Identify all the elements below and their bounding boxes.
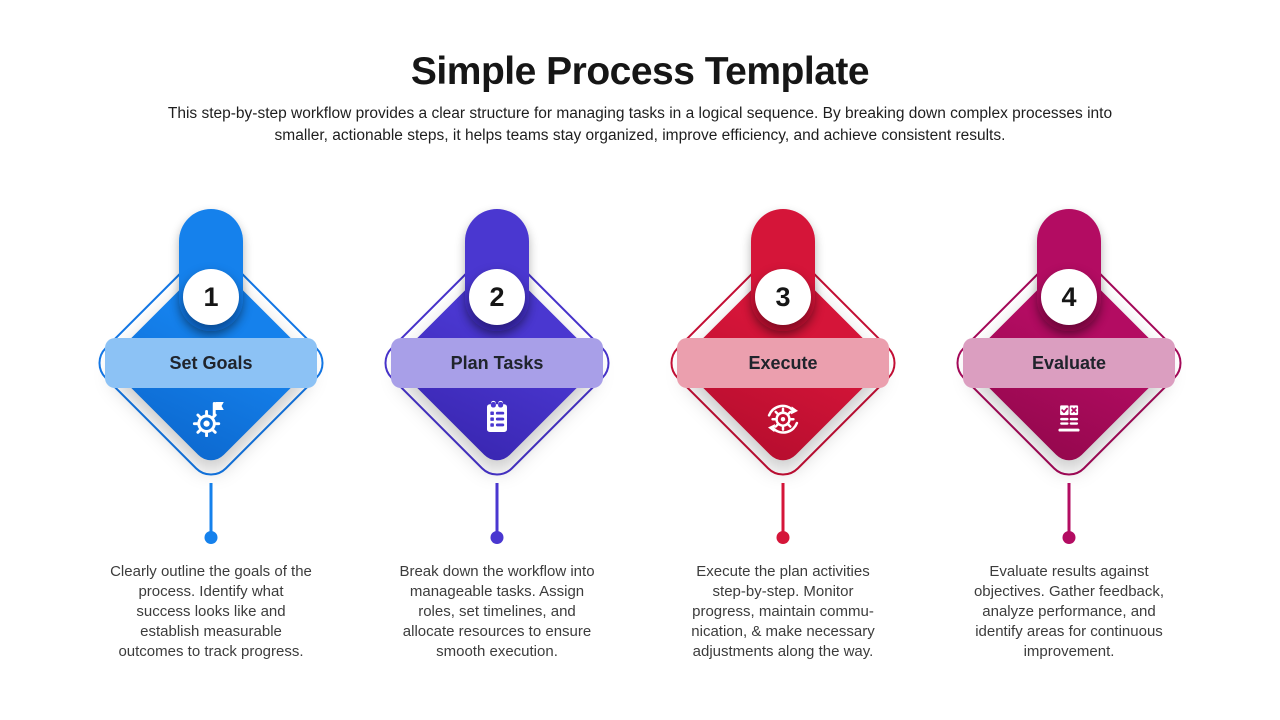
connector-dot: [204, 531, 218, 544]
gear-rotation-arrows-icon: [763, 397, 803, 437]
step-description: Execute the plan activities step-by-step…: [691, 563, 875, 660]
step-diamond-evaluate: 4 Evaluate: [926, 207, 1212, 552]
step-diamond-execute: 3 Execute: [640, 207, 926, 552]
step-diamond-plan-tasks: 2 Plan Tasks: [354, 207, 640, 552]
checklist-clipboard-icon: [477, 397, 517, 437]
slide-header: Simple Process Template This step-by-ste…: [0, 0, 1280, 147]
step-description: Evaluate results against objectives. Gat…: [973, 563, 1165, 660]
connector-dot: [490, 531, 504, 544]
connector-line: [781, 483, 785, 539]
goal-flag-gear-icon: [191, 397, 231, 437]
slide-subtitle: This step-by-step workflow provides a cl…: [167, 105, 1113, 144]
step-description: Break down the workflow into manageable …: [399, 563, 595, 660]
step-number-badge: 2: [469, 269, 525, 325]
step-column-set-goals: 1 Set Goals Clearly outline the goals of…: [68, 207, 354, 662]
step-title-band: Set Goals: [105, 338, 317, 388]
connector-line: [495, 483, 499, 539]
process-steps-row: 1 Set Goals Clearly outline the goals of…: [0, 207, 1280, 662]
step-column-plan-tasks: 2 Plan Tasks: [354, 207, 640, 662]
step-description: Clearly outline the goals of the process…: [110, 563, 312, 660]
connector-dot: [776, 531, 790, 544]
step-number-badge: 3: [755, 269, 811, 325]
step-title-band: Execute: [677, 338, 889, 388]
step-number-badge: 1: [183, 269, 239, 325]
connector-dot: [1062, 531, 1076, 544]
step-diamond-set-goals: 1 Set Goals: [68, 207, 354, 552]
step-number-badge: 4: [1041, 269, 1097, 325]
connector-line: [1067, 483, 1071, 539]
step-column-evaluate: 4 Evaluate: [926, 207, 1212, 662]
step-title-band: Evaluate: [963, 338, 1175, 388]
step-title-band: Plan Tasks: [391, 338, 603, 388]
connector-line: [209, 483, 213, 539]
step-column-execute: 3 Execute Execute the plan act: [640, 207, 926, 662]
documents-check-cross-icon: [1049, 397, 1089, 437]
slide-title: Simple Process Template: [410, 50, 870, 93]
